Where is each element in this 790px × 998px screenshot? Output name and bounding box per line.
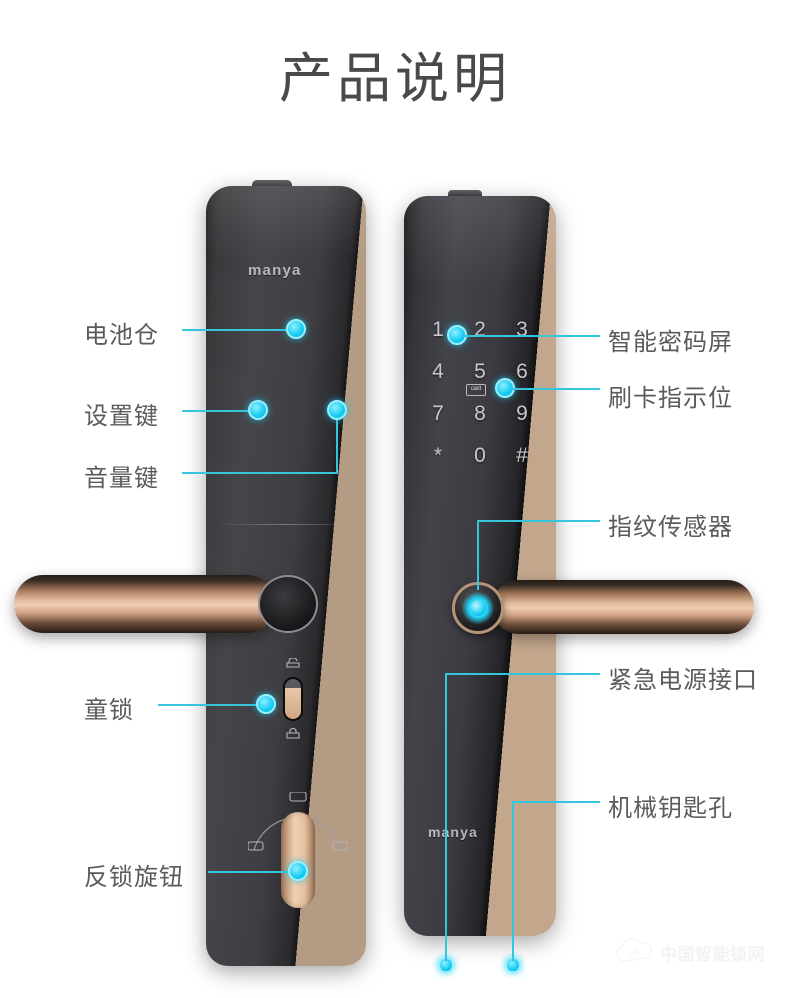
callout-dot-volume-key[interactable] — [327, 400, 347, 420]
leader-line-child-lock — [158, 704, 260, 706]
callout-label-setting-key: 设置键 — [84, 403, 159, 430]
leader-line-volume-key-vertical — [336, 411, 338, 473]
keypad-key-6[interactable]: 6 — [516, 360, 528, 383]
callout-label-card-swipe-indicator: 刷卡指示位 — [608, 385, 733, 412]
brand-logo-rear: manya — [248, 262, 302, 279]
callout-dot-deadbolt-knob[interactable] — [288, 861, 308, 881]
callout-label-volume-key: 音量键 — [84, 465, 159, 492]
lock-icon — [286, 727, 300, 739]
watermark: 中国智能锁网 — [612, 926, 782, 978]
leader-line-emergency-power-port-horizontal — [445, 673, 600, 675]
keypad-key-2[interactable]: 2 — [474, 318, 486, 341]
leader-line-mechanical-keyhole-horizontal — [512, 801, 600, 803]
leader-line-mechanical-keyhole-vertical — [512, 801, 514, 961]
right-panel-top-notch — [448, 190, 482, 200]
leader-line-setting-key — [182, 410, 252, 412]
leader-line-battery-compartment — [182, 329, 290, 331]
leader-line-fingerprint-sensor-vertical — [477, 520, 479, 590]
leader-line-volume-key-horizontal — [182, 472, 338, 474]
callout-label-child-lock: 童锁 — [84, 697, 134, 724]
leader-line-smart-keypad-screen — [463, 335, 600, 337]
smart-keypad[interactable]: 1 2 3 4 5 6 7 8 9 * 0 # — [424, 318, 536, 467]
callout-label-smart-keypad-screen: 智能密码屏 — [608, 329, 733, 356]
rear-handle-base — [258, 575, 318, 633]
keypad-key-8[interactable]: 8 — [474, 402, 486, 425]
lock-front-panel — [404, 196, 556, 936]
leader-line-card-swipe-indicator — [511, 388, 600, 390]
callout-label-deadbolt-knob: 反锁旋钮 — [84, 864, 184, 891]
callout-label-emergency-power-port: 紧急电源接口 — [608, 667, 758, 694]
leader-line-emergency-power-port-vertical — [445, 673, 447, 961]
keypad-key-5[interactable]: 5 — [474, 360, 486, 383]
keypad-key-3[interactable]: 3 — [516, 318, 528, 341]
front-door-handle[interactable] — [492, 580, 754, 634]
child-lock-switch[interactable] — [283, 677, 303, 721]
watermark-text: 中国智能锁网 — [660, 944, 765, 964]
fingerprint-sensor-core[interactable] — [470, 600, 486, 616]
keypad-key-0[interactable]: 0 — [474, 444, 486, 467]
rear-panel-seam — [215, 524, 357, 525]
card-reader-icon: card — [466, 384, 486, 396]
leader-line-deadbolt-knob — [208, 871, 290, 873]
leader-line-fingerprint-sensor-horizontal — [477, 520, 600, 522]
callout-dot-setting-key[interactable] — [248, 400, 268, 420]
callout-dot-battery-compartment[interactable] — [286, 319, 306, 339]
rear-door-handle[interactable] — [14, 575, 276, 633]
brand-logo-front: manya — [428, 824, 478, 840]
keypad-key-4[interactable]: 4 — [432, 360, 444, 383]
cloud-logo-icon — [615, 937, 653, 962]
keypad-key-9[interactable]: 9 — [516, 402, 528, 425]
callout-label-fingerprint-sensor: 指纹传感器 — [608, 514, 733, 541]
keypad-key-1[interactable]: 1 — [432, 318, 444, 341]
callout-label-battery-compartment: 电池仓 — [84, 322, 159, 349]
callout-dot-child-lock[interactable] — [256, 694, 276, 714]
page-title: 产品说明 — [279, 49, 511, 109]
keypad-key-7[interactable]: 7 — [432, 402, 444, 425]
deadbolt-knob[interactable] — [281, 812, 315, 908]
keypad-key-star[interactable]: * — [433, 444, 443, 467]
unlock-icon — [286, 658, 300, 668]
keypad-key-hash[interactable]: # — [516, 444, 528, 467]
callout-label-mechanical-keyhole: 机械钥匙孔 — [608, 795, 733, 822]
